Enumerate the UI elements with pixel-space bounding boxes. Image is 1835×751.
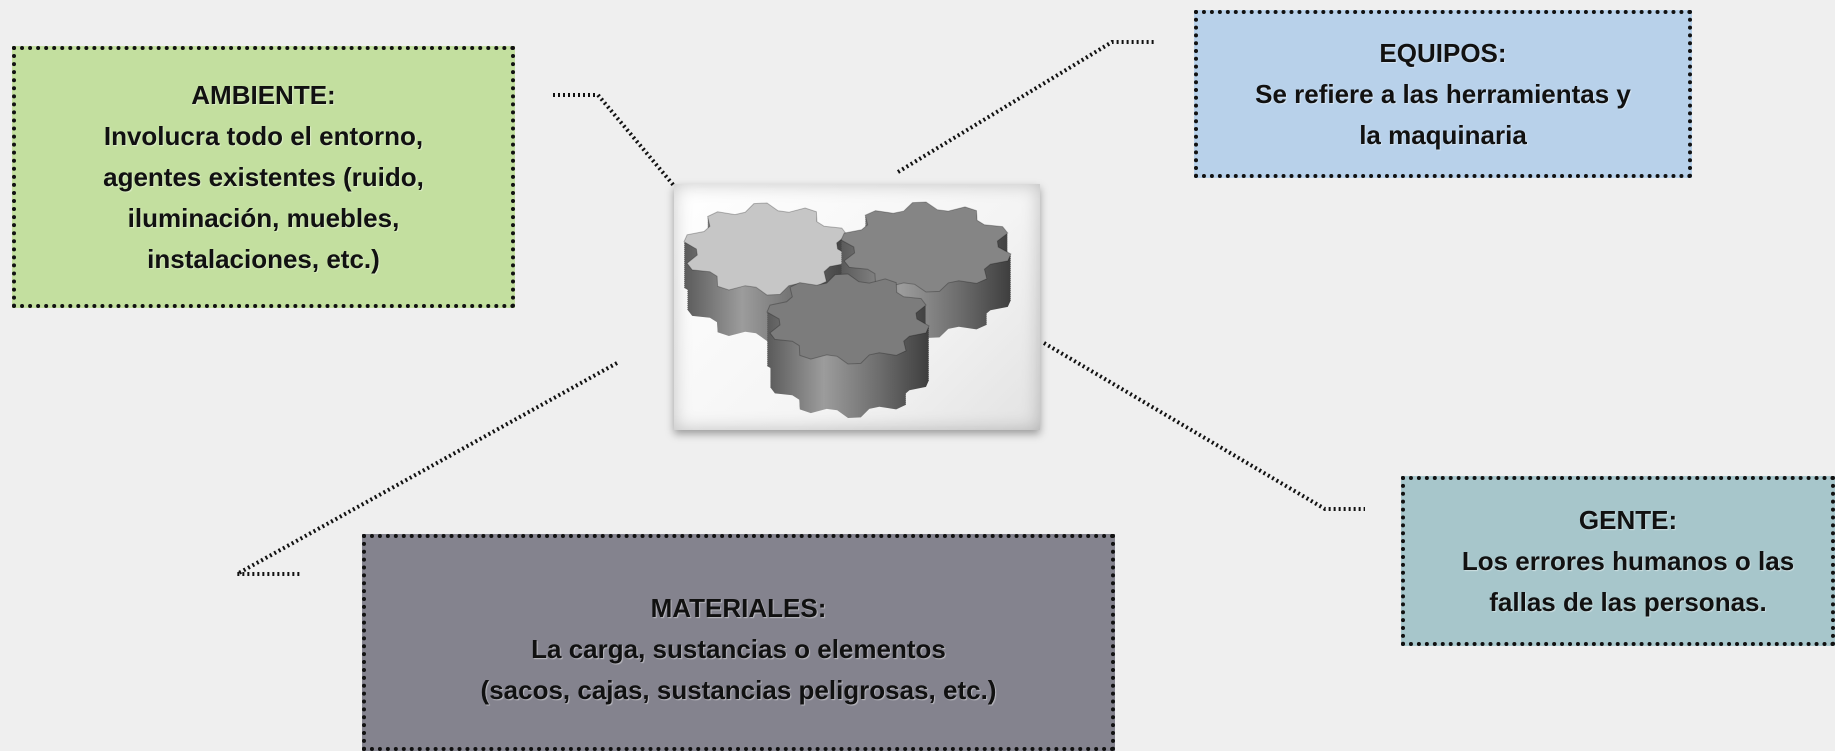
gente-line: Los errores humanos o las <box>1461 545 1795 576</box>
connector-gente <box>1042 341 1365 511</box>
ambiente-line: instalaciones, etc.) <box>147 243 380 274</box>
equipos-box: EQUIPOS: Se refiere a las herramientas y… <box>1194 10 1692 178</box>
ambiente-title: AMBIENTE: <box>191 79 336 110</box>
connector-materiales <box>229 361 618 576</box>
equipos-title: EQUIPOS: <box>1379 37 1507 68</box>
equipos-line: Se refiere a las herramientas y <box>1255 78 1631 109</box>
connector-equipos <box>896 40 1156 174</box>
ambiente-line: agentes existentes (ruido, <box>103 161 424 192</box>
gente-title: GENTE: <box>1578 504 1678 535</box>
ambiente-line: iluminación, muebles, <box>127 202 400 233</box>
gear-icon-light <box>683 202 851 341</box>
gente-box: GENTE: Los errores humanos o las fallas … <box>1401 476 1835 646</box>
connector-ambiente <box>553 93 677 189</box>
gears-frame <box>674 184 1040 430</box>
ambiente-line: Involucra todo el entorno, <box>103 120 424 151</box>
materiales-line: La carga, sustancias o elementos <box>531 634 946 664</box>
equipos-line: la maquinaria <box>1359 119 1527 150</box>
materiales-box: MATERIALES: La carga, sustancias o eleme… <box>362 534 1115 751</box>
materiales-line: (sacos, cajas, sustancias peligrosas, et… <box>480 675 997 705</box>
gears-icon <box>683 201 1012 418</box>
gear-icon-dark-bottom <box>766 273 930 418</box>
materiales-title: MATERIALES: <box>650 593 827 623</box>
ambiente-box: AMBIENTE: Involucra todo el entorno, age… <box>12 46 515 308</box>
gente-line: fallas de las personas. <box>1489 586 1767 617</box>
